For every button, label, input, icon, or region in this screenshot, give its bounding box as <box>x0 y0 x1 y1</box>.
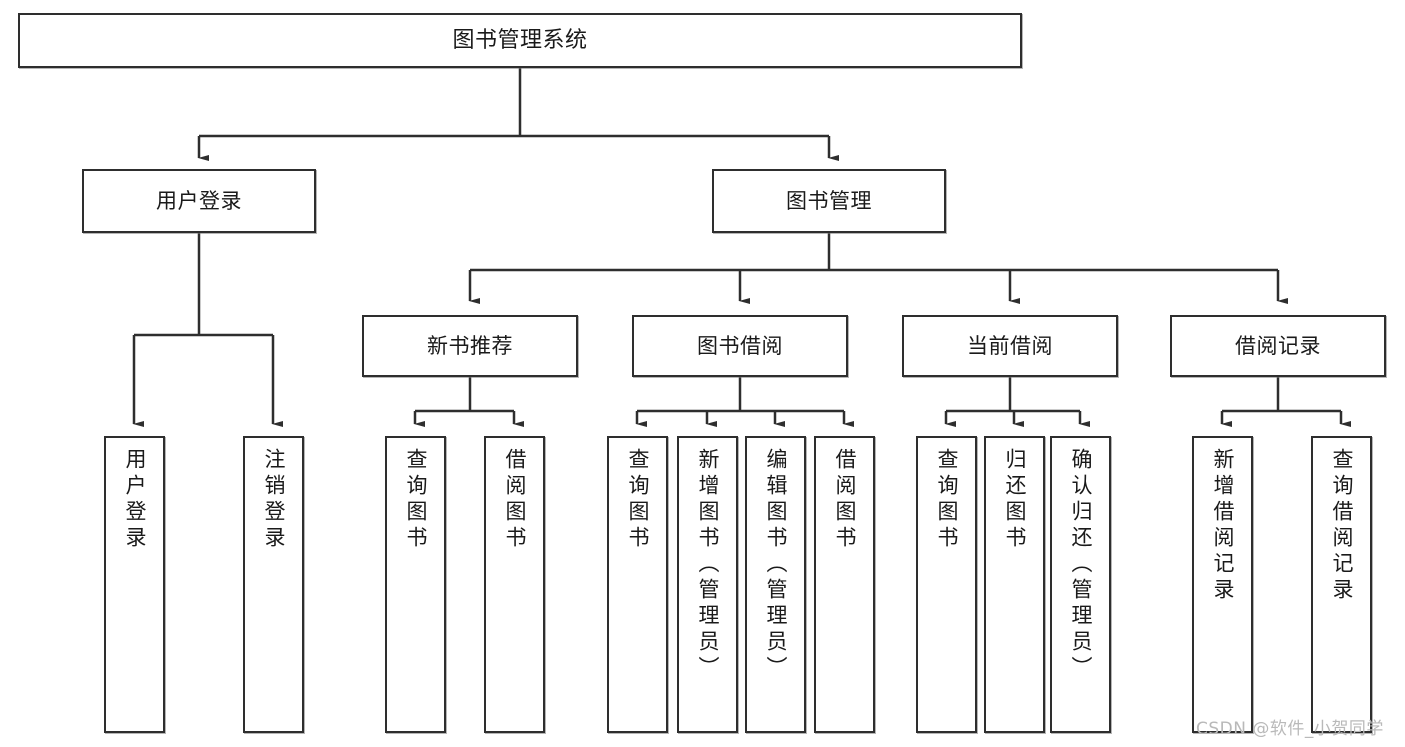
node-book-management[interactable]: 图书管理 <box>712 169 946 233</box>
leaf-return-book[interactable]: 归还图书 <box>984 436 1045 733</box>
leaf-user-login[interactable]: 用户登录 <box>104 436 165 733</box>
leaf-user-logout[interactable]: 注销登录 <box>243 436 304 733</box>
node-label: 用户登录 <box>156 188 242 213</box>
csdn-watermark: CSDN @软件_小贺同学 <box>1196 719 1384 739</box>
node-user-login[interactable]: 用户登录 <box>82 169 316 233</box>
node-label: 编辑图书（管理员） <box>764 448 788 682</box>
leaf-edit-book-admin[interactable]: 编辑图书（管理员） <box>745 436 806 733</box>
node-label: 查询图书 <box>626 448 650 552</box>
leaf-add-book-admin[interactable]: 新增图书（管理员） <box>677 436 738 733</box>
node-label: 图书管理 <box>786 188 872 213</box>
leaf-query-book-recommend[interactable]: 查询图书 <box>385 436 446 733</box>
node-label: 查询图书 <box>404 448 428 552</box>
node-label: 当前借阅 <box>967 333 1053 358</box>
node-label: 用户登录 <box>123 448 147 552</box>
leaf-confirm-return-admin[interactable]: 确认归还（管理员） <box>1050 436 1111 733</box>
node-label: 归还图书 <box>1003 448 1027 552</box>
node-label: 图书借阅 <box>697 333 783 358</box>
node-label: 确认归还（管理员） <box>1069 448 1093 682</box>
node-label: 借阅图书 <box>833 448 857 552</box>
leaf-borrow-book-recommend[interactable]: 借阅图书 <box>484 436 545 733</box>
node-borrow-record[interactable]: 借阅记录 <box>1170 315 1386 377</box>
leaf-query-borrow-record[interactable]: 查询借阅记录 <box>1311 436 1372 733</box>
node-new-book-recommend[interactable]: 新书推荐 <box>362 315 578 377</box>
node-label: 查询图书 <box>935 448 959 552</box>
node-label: 新增图书（管理员） <box>696 448 720 682</box>
node-label: 注销登录 <box>262 448 286 552</box>
leaf-query-book-current[interactable]: 查询图书 <box>916 436 977 733</box>
node-label: 新书推荐 <box>427 333 513 358</box>
node-label: 借阅记录 <box>1235 333 1321 358</box>
leaf-add-borrow-record[interactable]: 新增借阅记录 <box>1192 436 1253 733</box>
node-label: 查询借阅记录 <box>1330 448 1354 604</box>
leaf-borrow-book[interactable]: 借阅图书 <box>814 436 875 733</box>
node-current-borrow[interactable]: 当前借阅 <box>902 315 1118 377</box>
leaf-query-book-borrow[interactable]: 查询图书 <box>607 436 668 733</box>
node-book-borrow[interactable]: 图书借阅 <box>632 315 848 377</box>
node-root-system[interactable]: 图书管理系统 <box>18 13 1022 68</box>
node-label: 图书管理系统 <box>452 27 588 53</box>
node-label: 借阅图书 <box>503 448 527 552</box>
node-label: 新增借阅记录 <box>1211 448 1235 604</box>
